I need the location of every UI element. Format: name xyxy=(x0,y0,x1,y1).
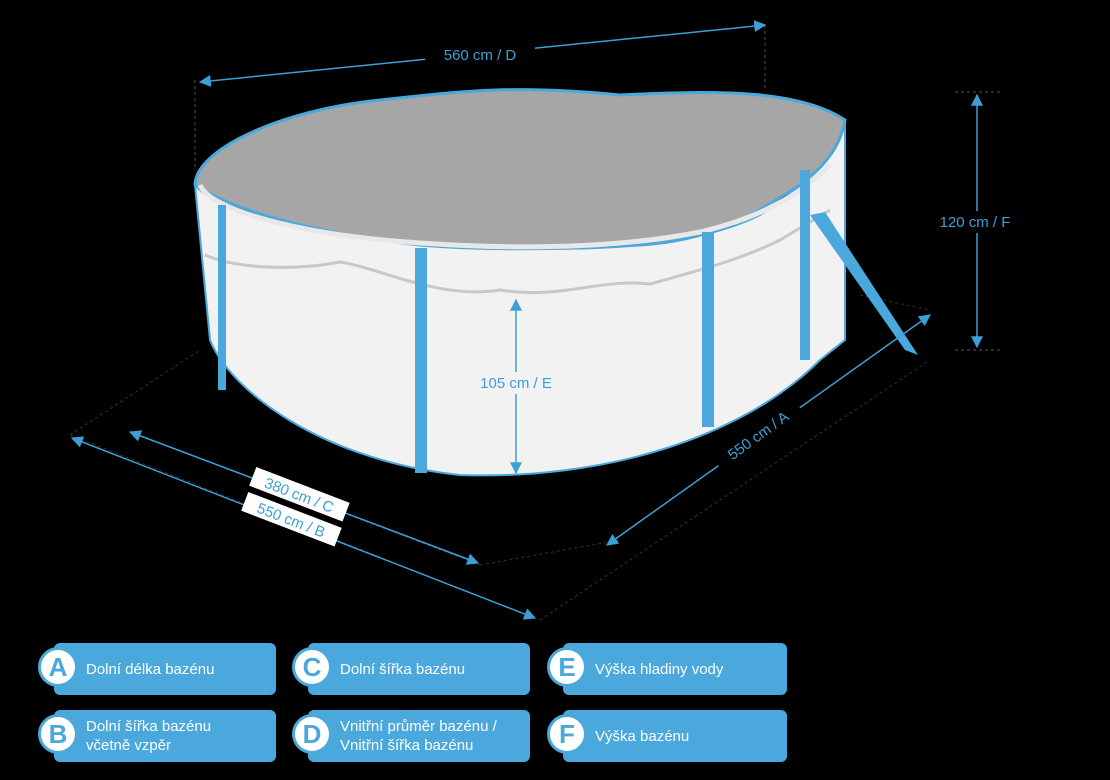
pool-diagram: 560 cm / D 120 cm / F 105 cm / E 550 cm … xyxy=(69,20,1011,621)
legend-text: Dolní šířka bazénu xyxy=(340,660,466,678)
legend-item-c: C Dolní šířka bazénu xyxy=(292,643,530,695)
legend-item-f: F Výška bazénu xyxy=(547,710,787,762)
legend-bar xyxy=(54,710,276,762)
dimension-d-label: 560 cm / D xyxy=(444,47,517,64)
pool-rim-inner xyxy=(197,163,832,250)
legend-text: Vnitřní průměr bazénu / Vnitřní šířka ba… xyxy=(340,718,497,754)
legend-bar xyxy=(563,643,787,695)
legend-bar xyxy=(54,643,276,695)
legend-text: Výška bazénu xyxy=(595,727,690,745)
legend-text: Dolní šířka bazénu včetně vzpěr xyxy=(86,718,212,754)
legend-letter-badge: D xyxy=(292,714,332,754)
legend-letter-badge: A xyxy=(38,647,78,687)
legend-bar xyxy=(563,710,787,762)
legend-letter-badge: B xyxy=(38,714,78,754)
legend-text: Dolní délka bazénu xyxy=(86,660,215,678)
legend-text: Výška hladiny vody xyxy=(595,660,724,678)
legend-letter-badge: F xyxy=(547,714,587,754)
legend-letter-badge: C xyxy=(292,647,332,687)
legend-item-d: D Vnitřní průměr bazénu / Vnitřní šířka … xyxy=(292,710,530,762)
legend-letter-badge: E xyxy=(547,647,587,687)
dimension-f-label: 120 cm / F xyxy=(940,214,1011,231)
water-line xyxy=(204,208,831,295)
legend-bar xyxy=(308,710,530,762)
legend-bar xyxy=(308,643,530,695)
legend-item-b: B Dolní šířka bazénu včetně vzpěr xyxy=(38,710,276,762)
dimension-e-label: 105 cm / E xyxy=(480,375,552,392)
legend-item-a: A Dolní délka bazénu xyxy=(38,643,276,695)
legend-item-e: E Výška hladiny vody xyxy=(547,643,787,695)
